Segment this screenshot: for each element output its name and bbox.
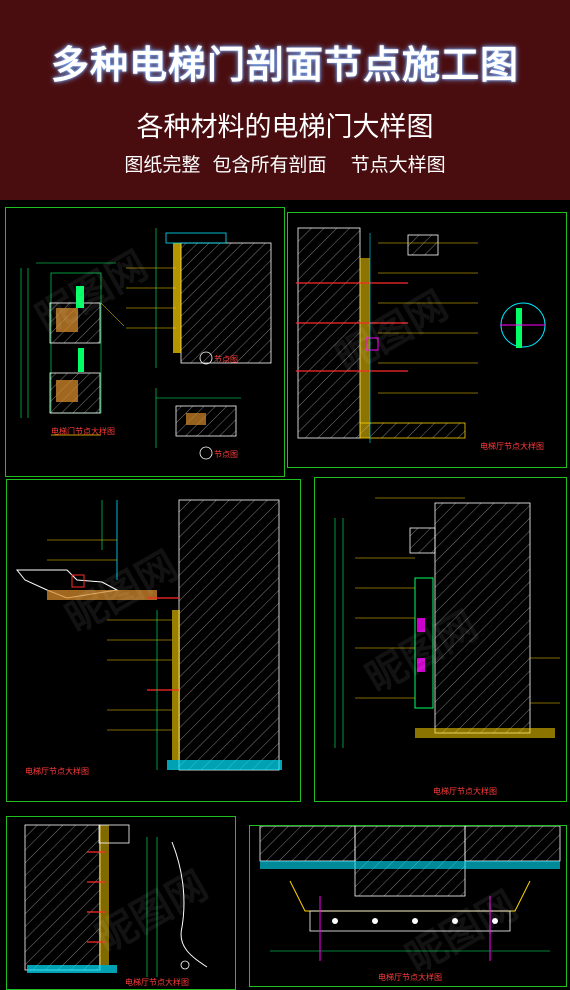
cad-drawing-3 bbox=[15, 499, 282, 771]
sheet-caption: 电梯厅节点大样图 bbox=[480, 442, 544, 451]
drawing-sheet-5: 电梯厅节点大样图 bbox=[6, 816, 236, 990]
drawing-sheet-3: 电梯厅节点大样图 bbox=[6, 479, 301, 802]
cad-drawing-2 bbox=[296, 227, 546, 443]
title-banner: 多种电梯门剖面节点施工图 各种材料的电梯门大样图 图纸完整 包含所有剖面 节点大… bbox=[0, 0, 570, 200]
drawing-sheet-4: 电梯厅节点大样图 bbox=[314, 477, 567, 802]
cad-drawing-1 bbox=[20, 228, 272, 460]
detail-caption: 节点图 bbox=[214, 450, 238, 459]
detail-caption: 节点图 bbox=[214, 355, 238, 364]
sheet-caption: 电梯厅节点大样图 bbox=[378, 973, 442, 982]
sheet-caption: 电梯门节点大样图 bbox=[51, 427, 115, 436]
page-title: 多种电梯门剖面节点施工图 bbox=[50, 43, 519, 87]
drawing-sheet-1: 电梯门节点大样图 节点图 节点图 bbox=[5, 207, 285, 477]
cad-drawing-4 bbox=[334, 497, 560, 748]
cad-drawing-5 bbox=[24, 824, 208, 977]
drawing-sheet-6: 电梯厅节点大样图 bbox=[249, 825, 567, 987]
cad-drawing-6 bbox=[259, 826, 561, 961]
sheet-caption: 电梯厅节点大样图 bbox=[433, 787, 497, 796]
sheet-caption: 电梯厅节点大样图 bbox=[125, 978, 189, 987]
page-tagline: 图纸完整 包含所有剖面 节点大样图 bbox=[124, 154, 446, 176]
sheet-caption: 电梯厅节点大样图 bbox=[25, 767, 89, 776]
drawing-sheet-2: 电梯厅节点大样图 bbox=[287, 212, 567, 468]
page-subtitle: 各种材料的电梯门大样图 bbox=[136, 112, 434, 143]
